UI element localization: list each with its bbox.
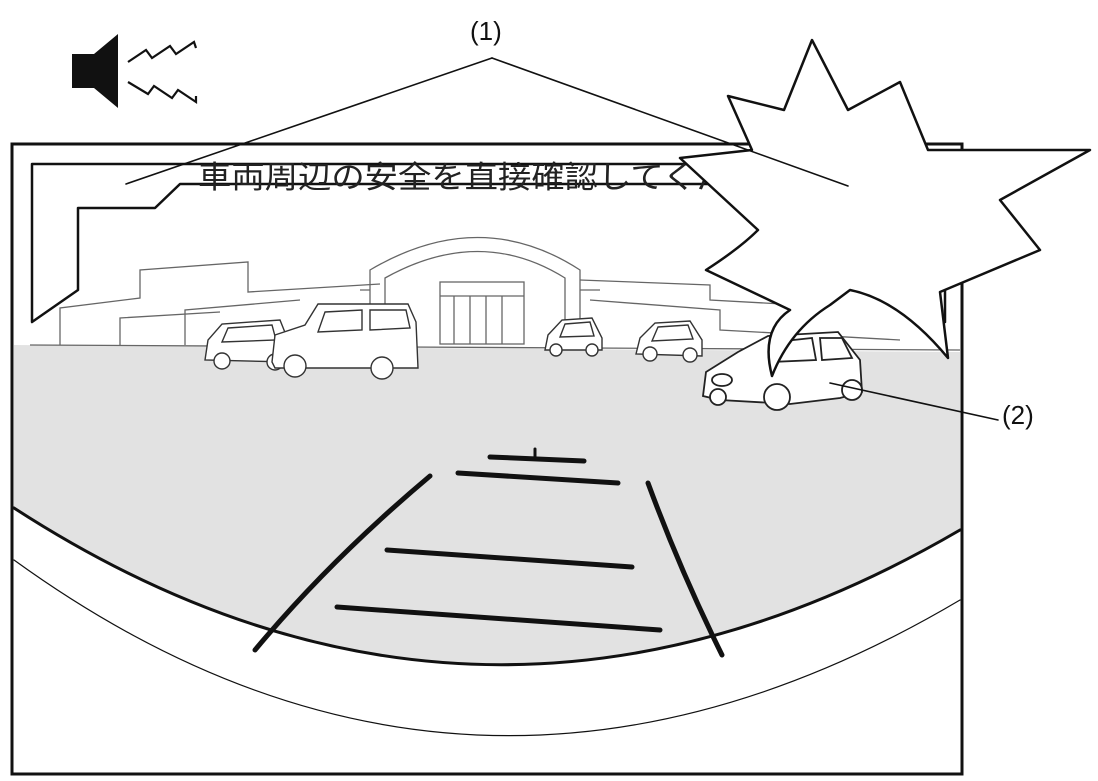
guide-line-left	[252, 473, 433, 653]
approaching-vehicle	[702, 331, 863, 411]
bumper-edge	[12, 506, 962, 667]
callout-2: (2)	[829, 382, 1034, 430]
parked-car-3	[635, 320, 703, 363]
speaker-icon	[72, 34, 118, 108]
parked-car-2	[544, 317, 603, 357]
callout-1-label: (1)	[470, 16, 502, 46]
bumper-outer	[13, 559, 961, 737]
callout-1-leader-right	[491, 57, 849, 187]
callout-2-label: (2)	[1002, 400, 1034, 430]
guide-line-mid	[384, 547, 635, 570]
parked-van	[271, 303, 419, 380]
sound-wave-icon	[127, 40, 198, 105]
callout-1-leader-left	[125, 57, 493, 185]
callout-2-leader	[829, 382, 999, 421]
guide-line-right	[645, 480, 725, 658]
callout-1: (1)	[125, 16, 849, 187]
guide-line-far	[455, 470, 621, 486]
guide-line-near	[334, 604, 663, 633]
parked-cars	[204, 303, 703, 380]
alert-burst-icon	[678, 38, 1092, 378]
ground-area	[14, 345, 960, 665]
guide-line-center	[487, 454, 587, 464]
parking-guide-lines	[252, 447, 725, 658]
